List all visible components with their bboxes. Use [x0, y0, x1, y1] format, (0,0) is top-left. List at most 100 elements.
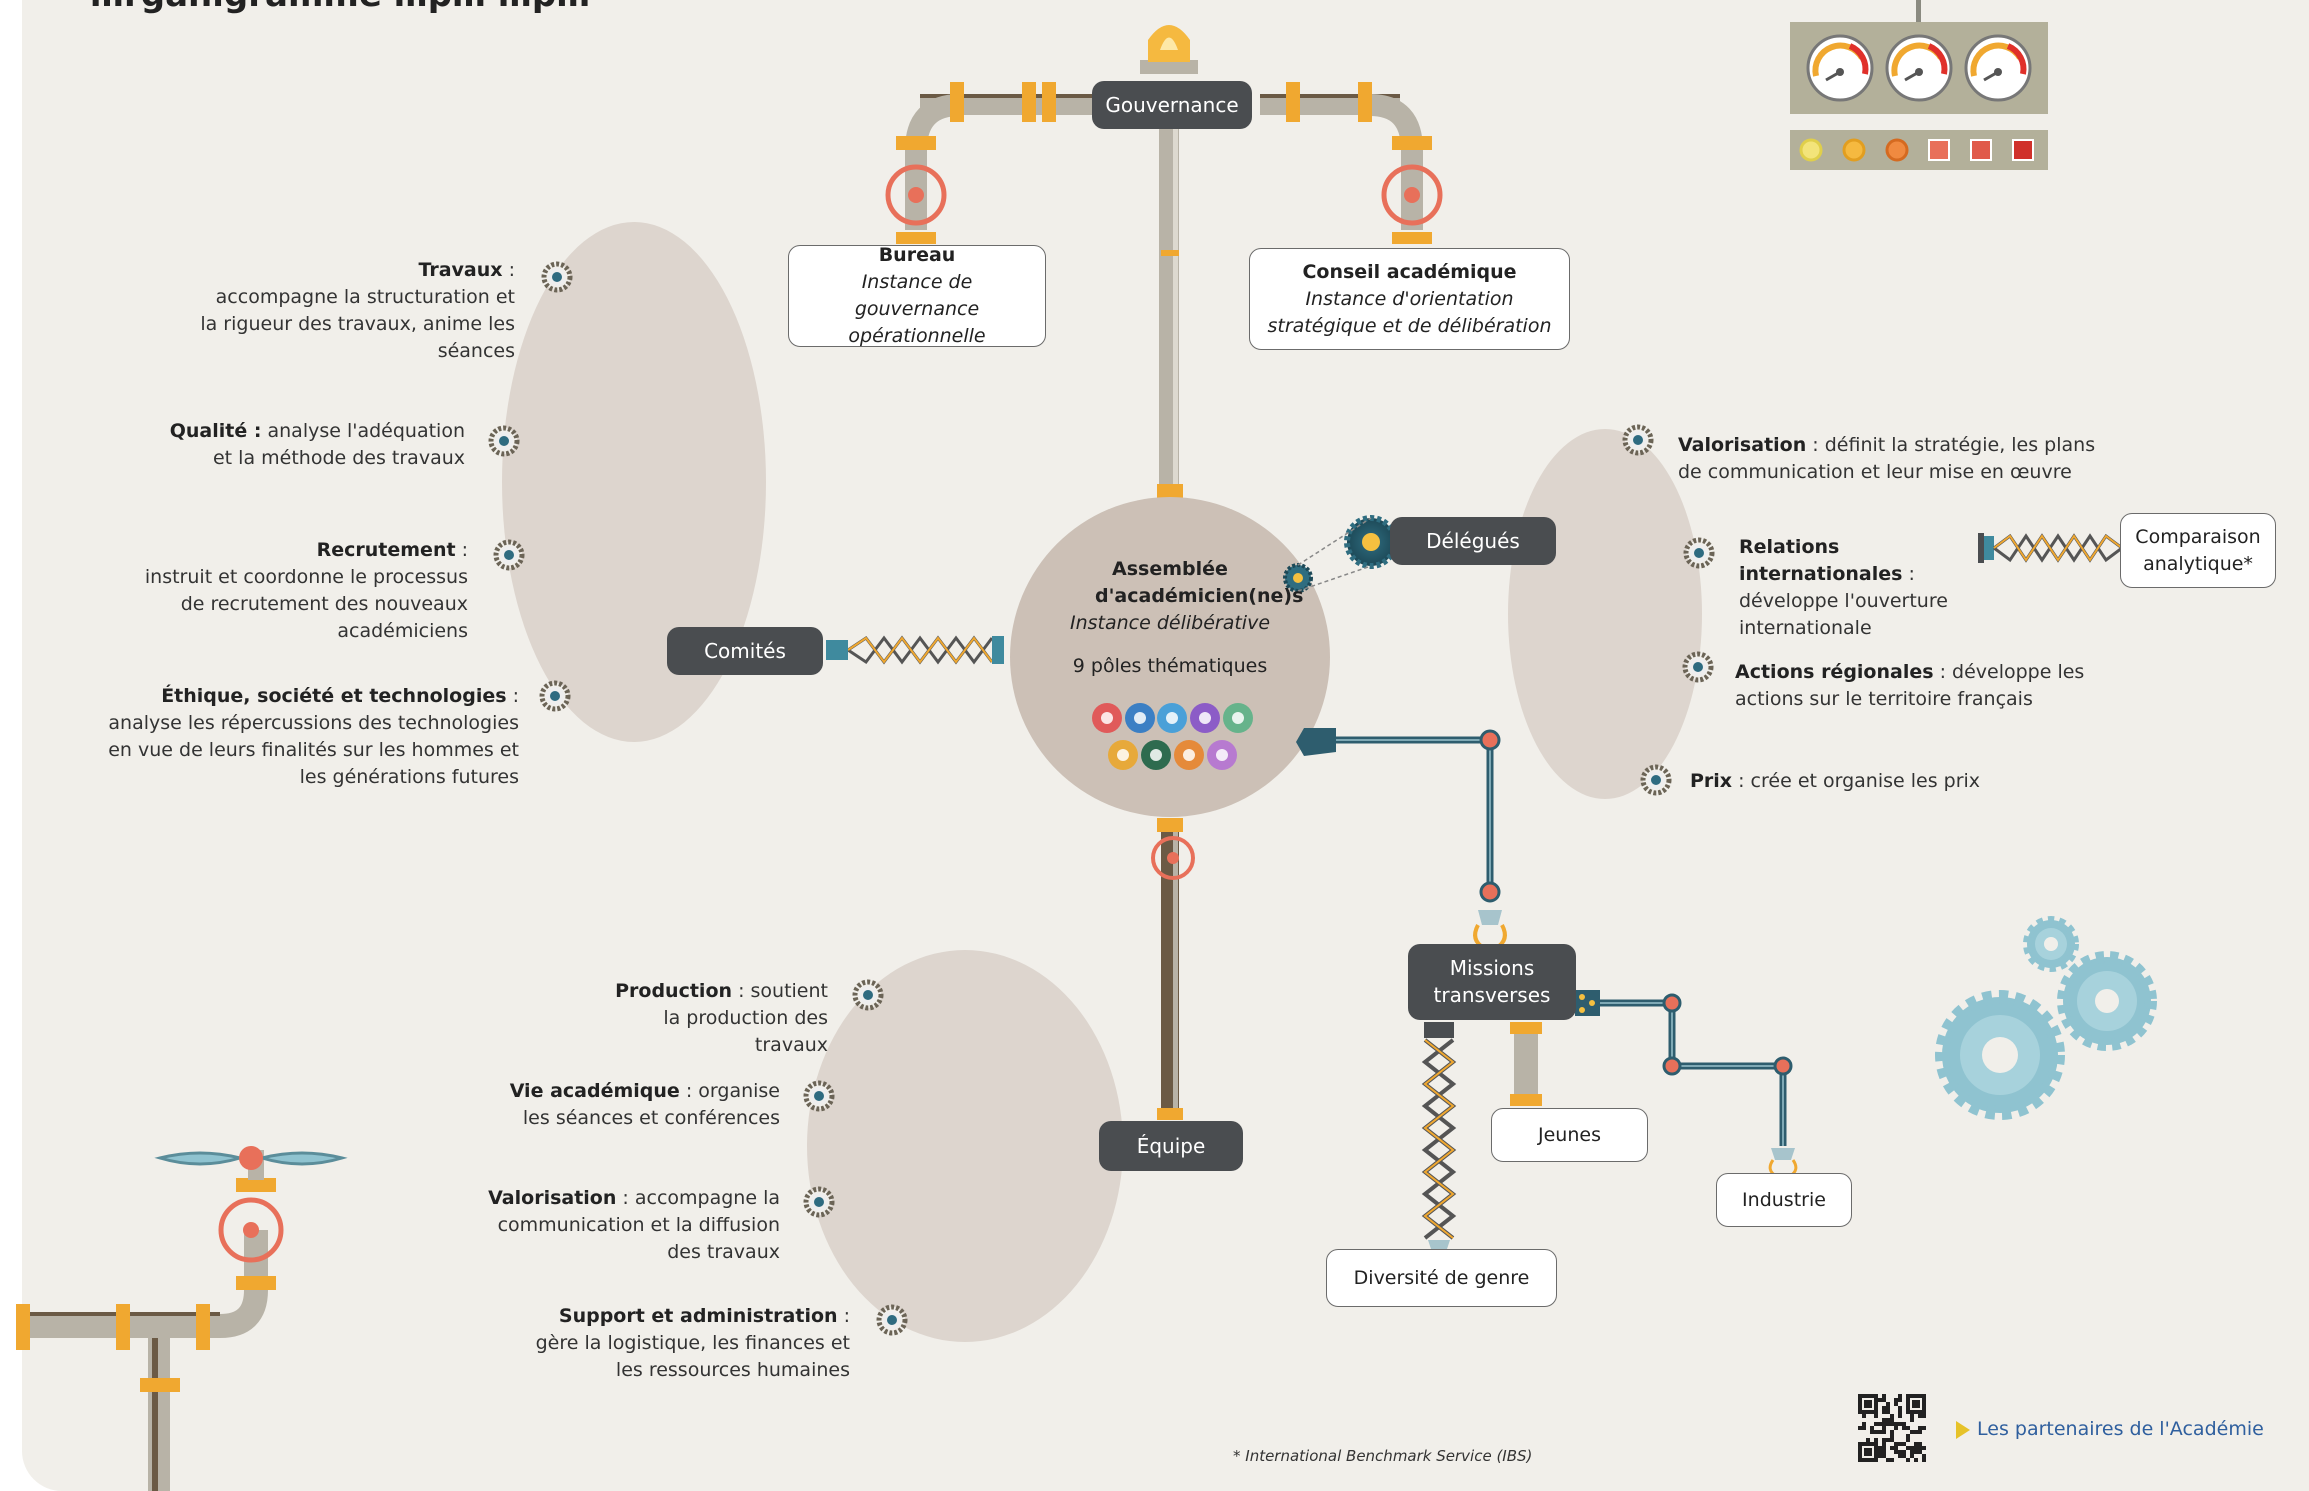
gear-bullet-icon — [493, 539, 525, 571]
pole-icon — [1207, 740, 1237, 770]
item-desc: accompagne la structuration et la rigueu… — [200, 286, 515, 362]
item-name: Recrutement — [316, 539, 456, 561]
footnote: * International Benchmark Service (IBS) — [1233, 1447, 1533, 1465]
comites-label: Comités — [667, 627, 823, 675]
qr-code-icon — [1858, 1394, 1926, 1462]
assemblee-text: Assemblée d'académicien(ne)s Instance dé… — [1040, 556, 1304, 680]
pole-icons — [1092, 703, 1253, 770]
gauge-icon — [1806, 34, 1874, 102]
conseil-box: Conseil académique Instance d'orientatio… — [1249, 248, 1570, 350]
delegues-label: Délégués — [1390, 517, 1556, 565]
equipe-vie-academique: Vie académique : organise les séances et… — [500, 1078, 780, 1132]
valve-wheel-icon — [1151, 836, 1195, 880]
item-name: Actions régionales — [1735, 661, 1934, 683]
pole-icon — [1174, 740, 1204, 770]
gauge-icon — [1964, 34, 2032, 102]
pole-icon — [1092, 703, 1122, 733]
item-name: Prix — [1690, 770, 1733, 792]
arrow-icon — [1956, 1421, 1970, 1439]
conseil-title: Conseil académique — [1302, 260, 1517, 283]
pole-icon — [1125, 703, 1155, 733]
comite-ethique: Éthique, société et technologies : analy… — [96, 683, 519, 791]
assemblee-subtitle: Instance délibérative — [1069, 612, 1271, 634]
pole-icon — [1190, 703, 1220, 733]
comite-recrutement: Recrutement : instruit et coordonne le p… — [140, 537, 468, 645]
page-title: …rganigramme …p… …p… — [90, 0, 590, 12]
gear-bullet-icon — [541, 261, 573, 293]
delegue-actions: Actions régionales : développe les actio… — [1735, 659, 2155, 713]
arm-base-icon — [1296, 728, 1336, 756]
gear-bullet-icon — [852, 979, 884, 1011]
industrie-label: Industrie — [1742, 1188, 1826, 1211]
item-desc: instruit et coordonne le processus de re… — [144, 566, 468, 642]
item-desc: : développe les actions sur le territoir… — [1735, 661, 2085, 710]
item-name: Relations internationales — [1739, 536, 1903, 585]
bureau-title: Bureau — [878, 244, 956, 266]
comite-travaux: Travaux : accompagne la structuration et… — [200, 257, 515, 365]
item-desc: : soutient la production des travaux — [663, 980, 828, 1056]
gear-bullet-icon — [1622, 424, 1654, 456]
jeunes-label: Jeunes — [1538, 1123, 1601, 1146]
gouvernance-label: Gouvernance — [1092, 81, 1252, 129]
item-name: Production — [615, 980, 733, 1002]
delegues-oval — [1508, 429, 1702, 799]
gear-bullet-icon — [488, 425, 520, 457]
bureau-desc: Instance de gouvernance opérationnelle — [848, 271, 986, 347]
equipe-label: Équipe — [1099, 1121, 1243, 1171]
diversite-label: Diversité de genre — [1353, 1266, 1530, 1289]
pole-icon — [1157, 703, 1187, 733]
valve-wheel-icon — [1381, 164, 1443, 226]
item-name: Vie académique — [509, 1080, 680, 1102]
item-desc: : organise les séances et conférences — [522, 1080, 780, 1129]
item-sep: : — [502, 259, 515, 281]
delegue-relations: Relations internationales : développe l'… — [1739, 534, 1974, 642]
comparaison-label: Comparaison analytique* — [2135, 525, 2261, 575]
equipe-support: Support et administration : gère la logi… — [530, 1303, 850, 1384]
gear-bullet-icon — [803, 1080, 835, 1112]
item-sep: : — [506, 685, 519, 707]
comite-qualite: Qualité : analyse l'adéquation et la mét… — [150, 418, 465, 472]
item-name: Support et administration — [558, 1305, 838, 1327]
item-sep: : — [455, 539, 468, 561]
pipe-valve-decoration-icon — [16, 1146, 348, 1491]
equipe-production: Production : soutient la production des … — [600, 978, 828, 1059]
claw-icon — [1478, 910, 1502, 925]
item-desc: : crée et organise les prix — [1732, 770, 1981, 792]
gauge-panel-icon — [1790, 0, 2048, 170]
gear-bullet-icon — [539, 680, 571, 712]
valve-wheel-icon — [885, 164, 947, 226]
item-desc: : définit la stratégie, les plans de com… — [1678, 434, 2096, 483]
item-name: Éthique, société et technologies — [161, 685, 507, 707]
gear-bullet-icon — [1640, 764, 1672, 796]
comites-oval — [502, 222, 766, 742]
jeunes-box: Jeunes — [1491, 1108, 1648, 1162]
connector-icon — [1575, 990, 1600, 1016]
gear-bullet-icon — [1683, 537, 1715, 569]
item-desc: : accompagne la communication et la diff… — [497, 1187, 780, 1263]
assemblee-title: Assemblée d'académicien(ne)s — [1095, 558, 1304, 607]
industrie-box: Industrie — [1716, 1173, 1852, 1227]
missions-label: Missions transverses — [1408, 944, 1576, 1020]
item-desc: analyse l'adéquation et la méthode des t… — [212, 420, 465, 469]
conseil-desc: Instance d'orientation stratégique et de… — [1267, 287, 1552, 337]
item-desc: : gère la logistique, les finances et le… — [535, 1305, 850, 1381]
item-name: Travaux — [418, 259, 503, 281]
assemblee-circle — [1010, 497, 1330, 817]
item-name: Qualité : — [169, 420, 262, 442]
comparaison-box: Comparaison analytique* — [2120, 513, 2276, 588]
equipe-valorisation: Valorisation : accompagne la communicati… — [460, 1185, 780, 1266]
gear-bullet-icon — [876, 1304, 908, 1336]
partners-link[interactable]: Les partenaires de l'Académie — [1977, 1418, 2264, 1440]
gear-bullet-icon — [1682, 651, 1714, 683]
gauge-icon — [1885, 34, 1953, 102]
gear-bullet-icon — [803, 1186, 835, 1218]
delegue-valorisation: Valorisation : définit la stratégie, les… — [1678, 432, 2098, 486]
diversite-box: Diversité de genre — [1326, 1249, 1557, 1307]
poles-label: 9 pôles thématiques — [1072, 655, 1268, 677]
pole-icon — [1141, 740, 1171, 770]
delegue-prix: Prix : crée et organise les prix — [1690, 768, 2090, 795]
missions-label-text: Missions transverses — [1433, 956, 1551, 1007]
pole-icon — [1108, 740, 1138, 770]
big-gears-icon — [1935, 916, 2157, 1120]
